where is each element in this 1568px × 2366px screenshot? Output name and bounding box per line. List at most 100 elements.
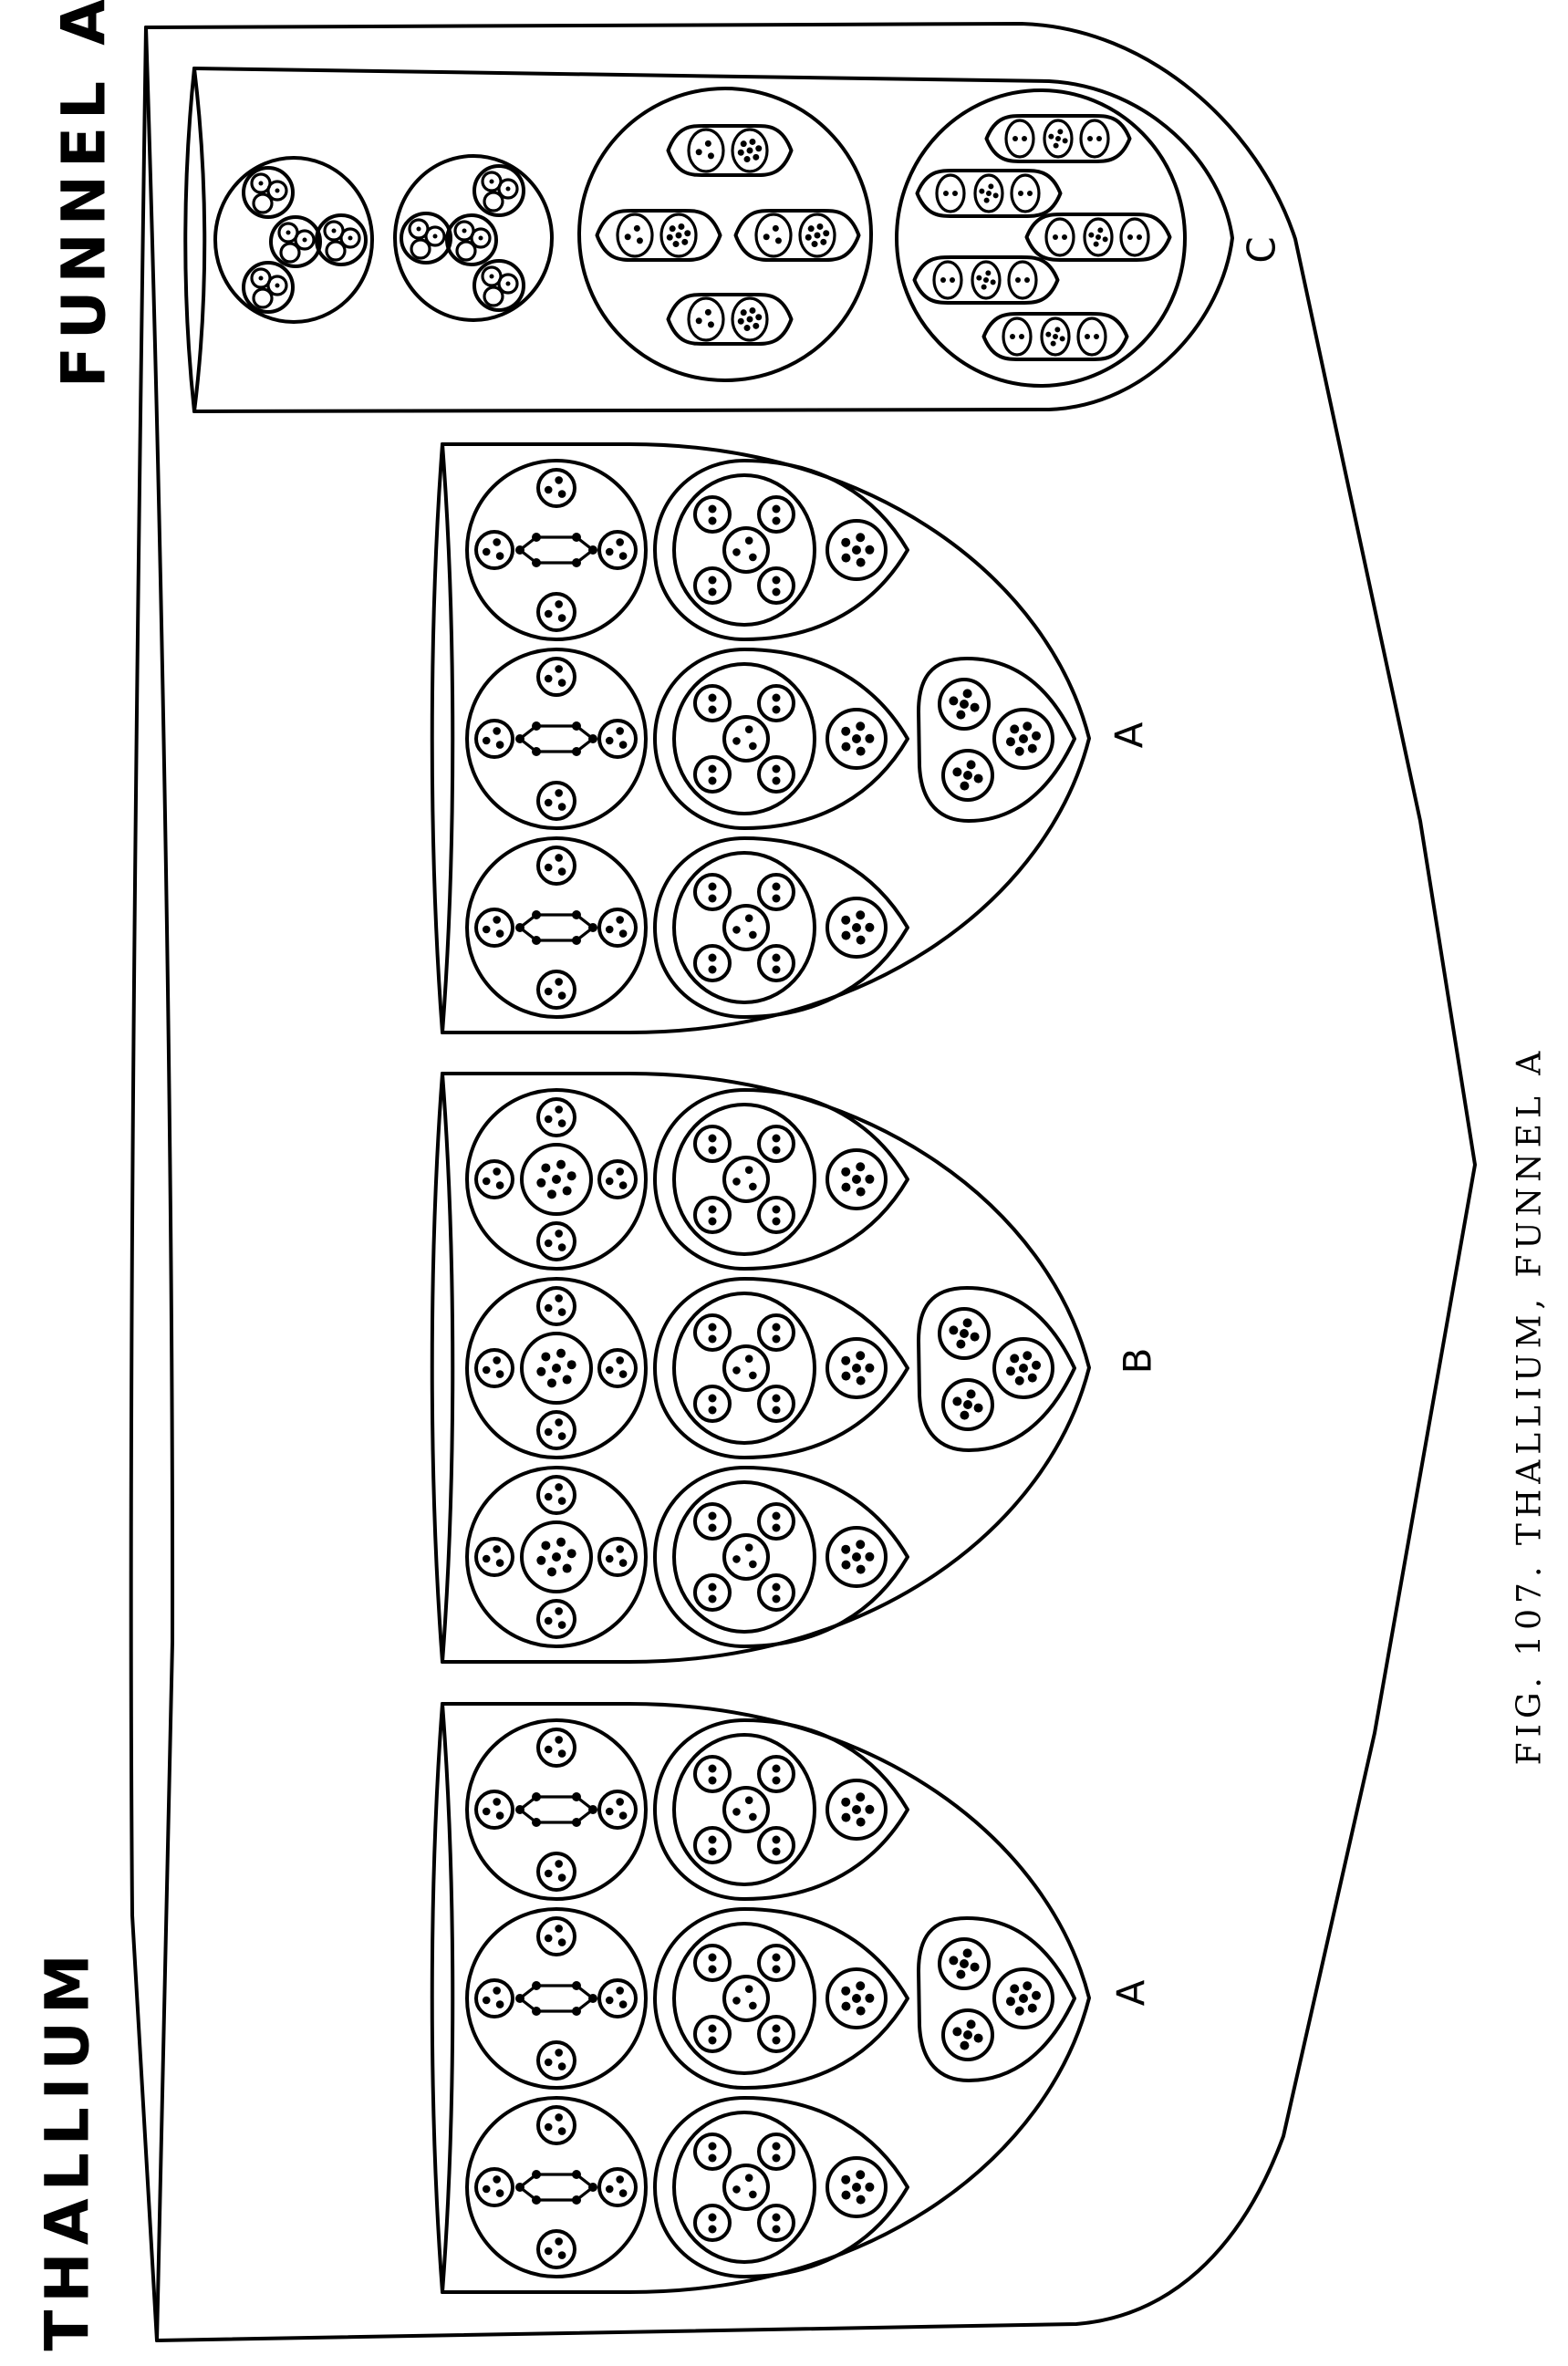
inner-ring-outline: [672, 851, 816, 1004]
electron-dot: [681, 238, 689, 245]
inner-satellite-outline: [757, 684, 795, 722]
electron-dot: [772, 1523, 781, 1532]
satellite-circle: [474, 908, 514, 948]
hexagon-vertex-dot: [532, 2195, 541, 2205]
electron-dot: [708, 953, 717, 962]
electron-dot: [1019, 1994, 1028, 2003]
six-dot-circle: [826, 1337, 888, 1399]
circle-outline: [938, 1307, 991, 1360]
inner-satellite: [693, 1573, 732, 1612]
sub-circle: [266, 275, 288, 296]
circle-outline: [536, 1475, 576, 1515]
inner-satellite-outline: [693, 2204, 732, 2242]
lens-nucleus: [973, 173, 1004, 213]
electron-dot: [555, 2049, 563, 2057]
electron-dot: [666, 233, 673, 241]
electron-dot: [482, 925, 491, 934]
electron-dot: [856, 1540, 866, 1550]
electron-dot: [1097, 227, 1104, 233]
inner-satellite-outline: [693, 1755, 732, 1793]
electron-dot: [1014, 2006, 1024, 2016]
hexagon-vertex-dot: [572, 936, 581, 945]
sub-circle: [252, 192, 274, 214]
electron-dot: [772, 1146, 781, 1155]
inner-satellite: [693, 873, 732, 911]
electron-dot: [616, 727, 624, 735]
electron-dot: [544, 987, 553, 996]
central-nucleus: [520, 1143, 593, 1216]
lens-nucleus-outline: [1119, 217, 1150, 257]
ring-atom: [465, 1718, 648, 1901]
electron-dot: [555, 476, 563, 484]
electron-dot: [755, 145, 763, 152]
electron-dot: [749, 930, 757, 939]
electron-dot: [555, 978, 563, 986]
electron-dot: [616, 538, 624, 546]
electron-dot: [489, 179, 494, 184]
electron-dot: [744, 1985, 753, 1993]
double-lens-outline: [733, 209, 861, 262]
satellite-circle: [597, 1537, 638, 1577]
lens-nucleus: [1007, 260, 1038, 300]
electron-dot: [732, 1366, 741, 1375]
inner-satellite-outline: [757, 873, 795, 911]
lens-nucleus-outline: [1083, 217, 1114, 257]
electron-dot: [1094, 334, 1099, 339]
electron-dot: [740, 309, 747, 317]
cluster-outline: [393, 154, 554, 322]
lens-nucleus: [731, 128, 769, 173]
satellite-circle: [474, 1978, 514, 2018]
electron-dot: [772, 1334, 781, 1344]
c-box-left-line-a: [183, 67, 196, 413]
electron-dot: [1032, 1990, 1042, 2000]
triple-lens-outline: [912, 255, 1060, 305]
bag-circle: [992, 1337, 1054, 1399]
circle-outline: [597, 2167, 638, 2207]
ring-atom: [465, 836, 648, 1019]
hexagon-outline: [517, 1795, 596, 1824]
electron-dot: [743, 156, 751, 163]
electron-dot: [482, 2184, 491, 2194]
electron-dot: [749, 306, 756, 314]
sub-cluster-outline: [242, 166, 295, 219]
lens-nucleus: [754, 213, 793, 258]
electron-dot: [557, 1873, 566, 1882]
inner-center-circle: [722, 2164, 770, 2211]
bag-circle: [941, 1378, 994, 1431]
circle-outline: [536, 1097, 576, 1137]
inner-satellite: [693, 1125, 732, 1163]
funnel-c-label: C: [1240, 236, 1284, 263]
bag-circle: [938, 678, 991, 731]
circle-outline: [597, 1537, 638, 1577]
lens-nucleus: [1076, 317, 1107, 357]
electron-dot: [708, 1583, 717, 1592]
electron-dot: [557, 490, 566, 498]
electron-dot: [708, 1764, 717, 1773]
electron-dot: [557, 2062, 566, 2070]
electron-dot: [708, 1511, 717, 1520]
hexagon-vertex-dot: [532, 747, 541, 756]
electron-dot: [841, 742, 851, 752]
electron-dot: [963, 2030, 972, 2039]
circle-outline: [474, 908, 514, 948]
electron-dot: [772, 1406, 781, 1415]
inner-satellite: [757, 1385, 795, 1423]
circle-outline: [826, 1779, 888, 1841]
electron-dot: [557, 1621, 566, 1629]
group-outline: [441, 1702, 1091, 2294]
electron-dot: [493, 916, 501, 924]
hexagon-vertex-dot: [572, 1981, 581, 1990]
circle-outline: [597, 1790, 638, 1830]
double-lens: [666, 293, 794, 346]
electron-dot: [566, 1171, 576, 1181]
electron-dot: [618, 2000, 628, 2008]
electron-dot: [708, 2213, 717, 2222]
electron-dot: [852, 1364, 861, 1373]
hexagon-outline: [517, 535, 596, 565]
hexagon-vertex-dot: [572, 2170, 581, 2179]
electron-dot: [973, 1403, 983, 1413]
lens-nucleus: [971, 260, 1002, 300]
electron-dot: [544, 863, 553, 872]
electron-dot: [555, 1483, 563, 1491]
electron-dot: [605, 1554, 614, 1563]
